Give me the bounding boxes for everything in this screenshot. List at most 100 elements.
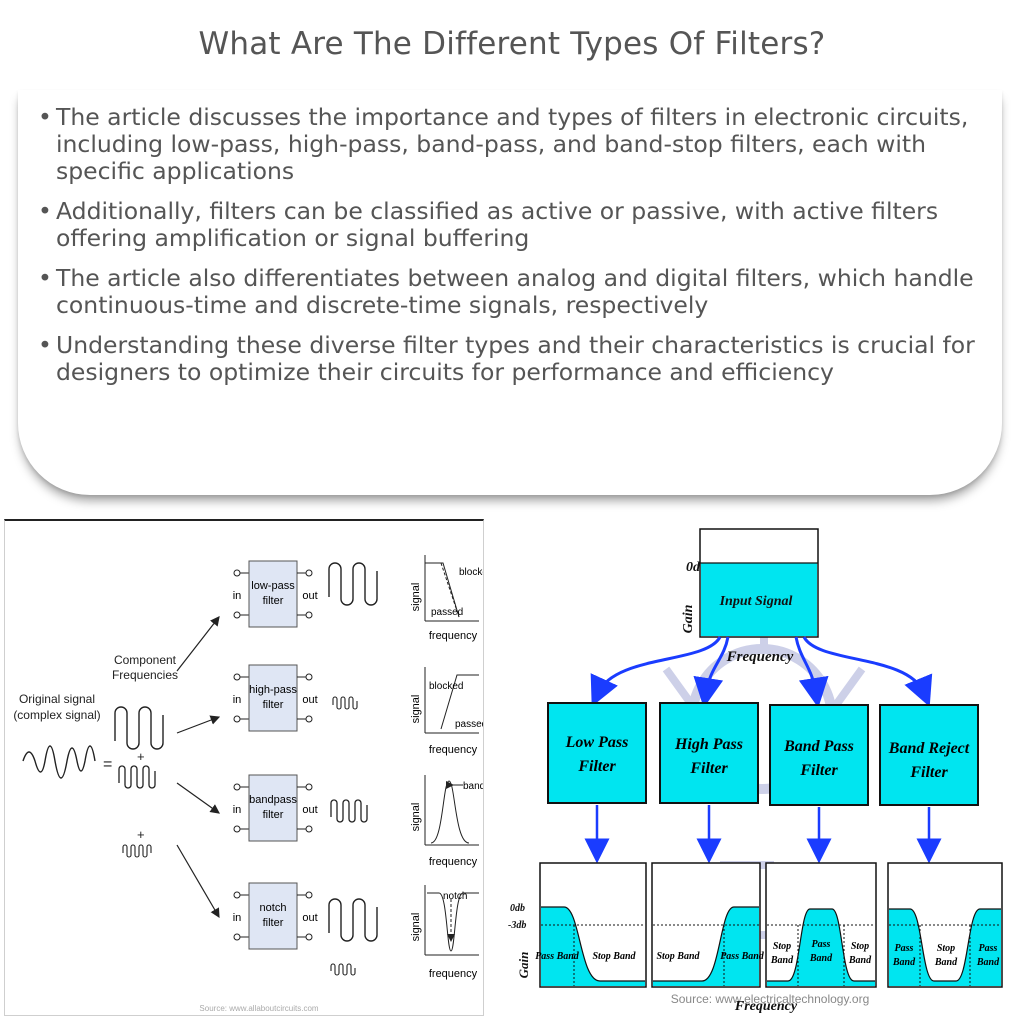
filter-response-svg: 0db Gain Input Signal Frequency Low Pass… [508, 528, 1003, 1014]
svg-text:Pass Band: Pass Band [720, 951, 765, 962]
svg-text:low-pass: low-pass [251, 580, 295, 592]
svg-text:Band Reject: Band Reject [888, 740, 970, 757]
svg-text:frequency: frequency [429, 630, 478, 642]
input-signal-fill [701, 563, 817, 636]
component-wave-high [122, 844, 152, 858]
svg-text:notch: notch [443, 891, 467, 902]
svg-text:notch: notch [260, 902, 287, 914]
output-wave-lowpass [328, 562, 378, 606]
bandreject-response: Pass Band Stop Band Pass Band [887, 862, 1003, 988]
svg-text:blocked: blocked [459, 567, 483, 578]
svg-text:high-pass: high-pass [249, 684, 297, 696]
component-label-2: Frequencies [112, 668, 178, 682]
svg-text:frequency: frequency [429, 968, 478, 980]
svg-text:Band: Band [809, 953, 833, 964]
output-wave-highpass [332, 696, 358, 710]
svg-text:Stop: Stop [773, 941, 791, 952]
svg-text:filter: filter [263, 917, 284, 929]
lowpass-filter-box: Low Pass Filter [547, 702, 647, 804]
svg-text:Band: Band [892, 957, 916, 968]
bullet-item: The article also differentiates between … [36, 265, 1006, 319]
svg-text:Band: Band [770, 955, 794, 966]
svg-text:signal: signal [410, 695, 422, 724]
svg-text:Band: Band [976, 957, 1000, 968]
svg-text:band: band [463, 781, 483, 792]
bandreject-filter-box: Band Reject Filter [879, 704, 979, 806]
bandpass-response-plot: signal band frequency [410, 775, 485, 868]
arrow-to-lowpass [176, 616, 220, 672]
bullet-item: Additionally, filters can be classified … [36, 198, 1006, 252]
component-wave-low [114, 706, 164, 750]
svg-text:signal: signal [410, 803, 422, 832]
equals-sign: = [103, 756, 112, 773]
arrow-to-lowpass-filter [590, 636, 722, 707]
svg-text:filter: filter [263, 809, 284, 821]
arrow-to-bandreject-filter [802, 636, 933, 707]
svg-text:in: in [233, 694, 242, 706]
svg-text:frequency: frequency [429, 856, 478, 868]
lowpass-response: Pass Band Stop Band [535, 862, 647, 988]
arrow-to-notch [176, 844, 220, 919]
svg-text:Pass: Pass [979, 943, 998, 954]
bandpass-response: Stop Band Pass Band Stop Band [765, 862, 877, 988]
highpass-block: in out high-pass filter [233, 664, 318, 732]
right-source-credit: Source: www.electricaltechnology.org [671, 992, 870, 1006]
svg-text:Filter: Filter [577, 758, 616, 775]
svg-text:Stop Band: Stop Band [656, 951, 700, 962]
svg-text:blocked: blocked [429, 681, 463, 692]
svg-text:High Pass: High Pass [674, 736, 743, 753]
svg-text:Stop Band: Stop Band [592, 951, 636, 962]
output-0db-label: 0db [510, 903, 525, 914]
svg-text:Filter: Filter [909, 764, 948, 781]
svg-text:in: in [233, 804, 242, 816]
svg-text:out: out [302, 804, 317, 816]
svg-text:Pass Band: Pass Band [535, 951, 580, 962]
highpass-response: Stop Band Pass Band [651, 862, 765, 988]
svg-text:in: in [233, 590, 242, 602]
summary-list: The article discusses the importance and… [36, 104, 1006, 399]
input-gain-label: Gain [681, 604, 696, 633]
output-wave-notch [328, 898, 378, 942]
svg-text:Low Pass: Low Pass [565, 734, 629, 751]
output-3db-label: -3db [508, 920, 526, 931]
svg-text:filter: filter [263, 595, 284, 607]
svg-text:Band Pass: Band Pass [783, 738, 854, 755]
svg-text:passed: passed [431, 607, 463, 618]
notch-block: in out notch filter [233, 882, 318, 950]
svg-text:out: out [302, 912, 317, 924]
svg-text:Stop: Stop [937, 943, 955, 954]
complex-signal-wave [22, 745, 96, 779]
svg-text:Pass: Pass [812, 939, 831, 950]
output-wave-bandpass [330, 799, 368, 823]
arrow-to-bandpass-filter [794, 636, 829, 708]
lowpass-block: in out low-pass filter [233, 560, 318, 628]
bullet-item: The article discusses the importance and… [36, 104, 1006, 185]
component-wave-mid [118, 765, 156, 789]
lowpass-response-plot: signal blocked passed frequency [410, 555, 493, 642]
svg-text:signal: signal [410, 583, 422, 612]
svg-text:Band: Band [848, 955, 872, 966]
filter-response-diagram: 0db Gain Input Signal Frequency Low Pass… [506, 519, 1020, 1014]
component-label: Component [114, 653, 177, 667]
svg-text:Stop: Stop [851, 941, 869, 952]
bandpass-filter-box: Band Pass Filter [769, 704, 869, 806]
filter-circuit-svg: Original signal (complex signal) = Compo… [13, 555, 493, 1013]
svg-text:passed: passed [455, 719, 483, 730]
svg-text:out: out [302, 694, 317, 706]
filter-circuit-diagram: Original signal (complex signal) = Compo… [4, 519, 493, 1016]
plus-sign-1: + [137, 749, 145, 764]
output-wave-notch-small [330, 963, 356, 976]
highpass-filter-box: High Pass Filter [659, 702, 759, 804]
svg-text:bandpass: bandpass [249, 794, 297, 806]
svg-text:Filter: Filter [689, 760, 728, 777]
highpass-response-plot: signal blocked passed frequency [410, 667, 487, 756]
output-frequency-label: Frequency [734, 999, 798, 1013]
input-frequency-label: Frequency [726, 649, 794, 665]
arrow-to-highpass-filter [693, 636, 730, 708]
notch-response-plot: signal notch frequency [410, 885, 479, 980]
svg-text:Pass: Pass [895, 943, 914, 954]
input-signal-label: Input Signal [719, 594, 793, 609]
svg-text:out: out [302, 590, 317, 602]
svg-text:frequency: frequency [429, 744, 478, 756]
original-signal-label: Original signal [19, 692, 95, 706]
